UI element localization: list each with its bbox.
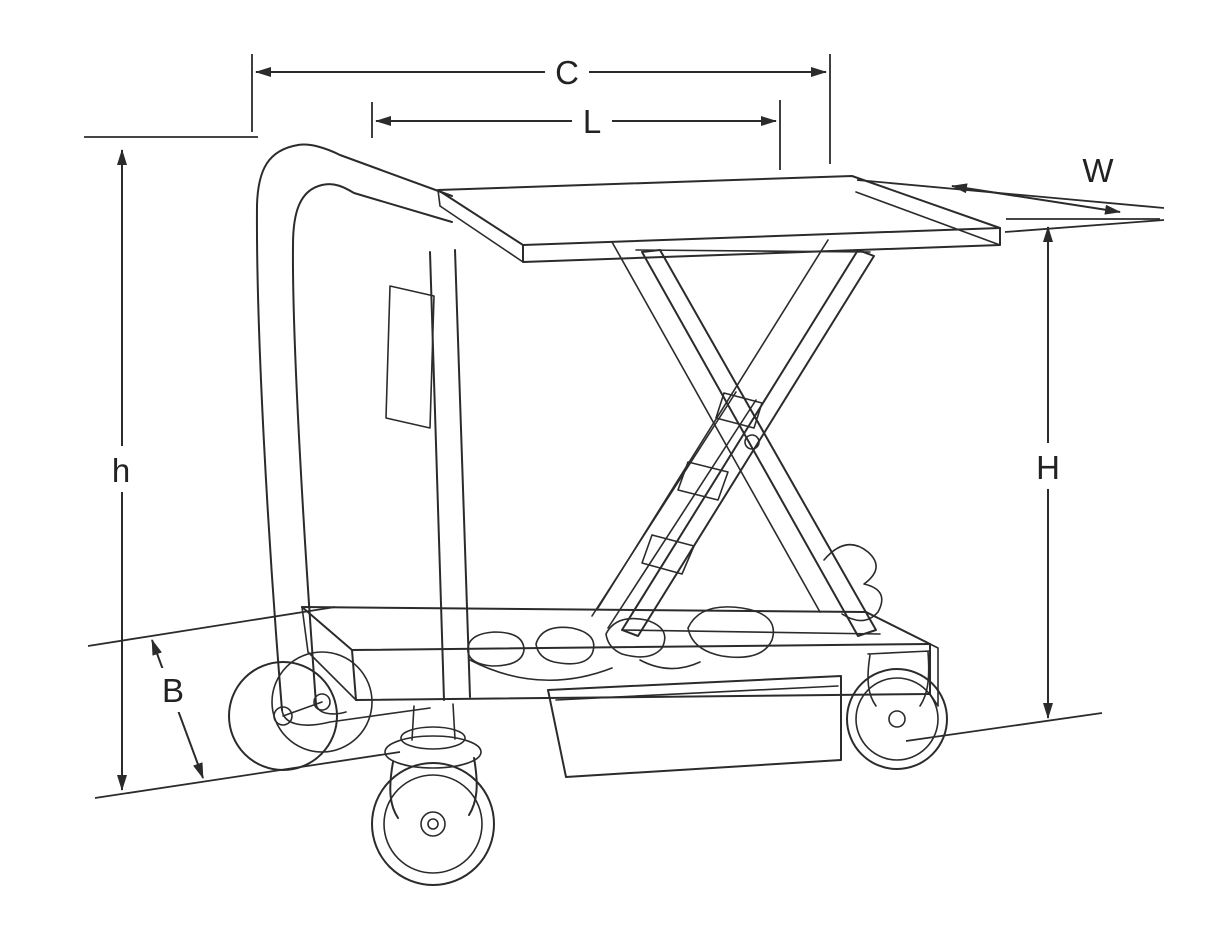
handle-outer-tube bbox=[255, 143, 453, 711]
dim-w-arrow bbox=[951, 183, 1121, 215]
caster-tire bbox=[371, 762, 495, 886]
rear-wheel-hub bbox=[273, 706, 293, 726]
scissor-mechanism bbox=[597, 239, 881, 637]
dim-b-label-bg bbox=[154, 668, 192, 712]
caster-hub-center bbox=[427, 818, 439, 830]
dim-w-ext-lower bbox=[1004, 219, 1165, 233]
dim-l-label-bg bbox=[572, 99, 612, 143]
scissor-arm-front-b bbox=[621, 249, 875, 637]
dim-c: C bbox=[251, 50, 831, 164]
tabletop bbox=[437, 175, 1001, 263]
scissor-arm-rear-a bbox=[611, 241, 821, 613]
caster-mount-plate bbox=[400, 726, 466, 750]
cylinder-rail-a bbox=[607, 399, 757, 629]
caster-fork-left bbox=[389, 761, 399, 819]
dim-h-label-bg bbox=[102, 446, 142, 492]
label-l: L bbox=[583, 103, 601, 140]
handle-front-leg-outer bbox=[429, 251, 445, 701]
caster-swivel-plate bbox=[384, 735, 482, 769]
dim-c-label-bg bbox=[545, 50, 589, 94]
handle-front-leg-inner bbox=[454, 249, 471, 698]
ground-reference-lines bbox=[87, 606, 1103, 799]
pedal-box-top-face bbox=[555, 685, 839, 701]
label-h-small: h bbox=[112, 452, 130, 489]
base-right-end bbox=[865, 611, 931, 645]
label-c: C bbox=[555, 54, 579, 91]
caster-hub bbox=[420, 811, 446, 837]
right-wheel bbox=[846, 650, 948, 770]
scissor-top-rail bbox=[635, 249, 871, 253]
right-wheel-hub bbox=[888, 710, 906, 728]
tabletop-right-edge bbox=[855, 191, 1001, 246]
pump-blob-1 bbox=[467, 631, 525, 667]
dim-H-label-bg bbox=[1028, 443, 1068, 489]
label-w: W bbox=[1082, 152, 1114, 189]
pump-blob-4 bbox=[687, 606, 775, 659]
caster-stem bbox=[411, 703, 456, 741]
base-front-face bbox=[351, 643, 931, 701]
handle-bottom-bend-inner bbox=[315, 703, 347, 715]
handle-plate bbox=[385, 285, 435, 429]
cylinder-step-2 bbox=[677, 461, 729, 501]
base-left-face bbox=[301, 606, 357, 701]
scissor-bottom-rail bbox=[621, 629, 881, 635]
front-caster-wheel bbox=[371, 703, 495, 886]
dim-h-overall: h bbox=[84, 136, 258, 791]
dim-w: W bbox=[856, 152, 1165, 233]
handle-bottom-bend bbox=[281, 707, 431, 726]
release-spring-curl bbox=[823, 543, 883, 622]
pedal-box bbox=[547, 675, 842, 778]
rear-axle bbox=[282, 701, 323, 717]
tabletop-front-edge bbox=[522, 227, 1001, 263]
tabletop-surface bbox=[437, 175, 1001, 246]
cylinder-rail-b bbox=[591, 391, 737, 617]
pump-blob-3 bbox=[605, 617, 666, 658]
rear-left-wheels bbox=[228, 651, 373, 771]
caster-rim bbox=[383, 774, 483, 874]
handle-assembly bbox=[255, 143, 471, 726]
pedal-box-outline bbox=[547, 675, 842, 778]
right-wheel-tire bbox=[846, 668, 948, 770]
label-b: B bbox=[162, 672, 184, 709]
ground-line-left-upper bbox=[87, 606, 336, 647]
scissor-center-pivot bbox=[744, 434, 760, 450]
rear-wheel-back-hub bbox=[313, 693, 331, 711]
pump-arc bbox=[639, 659, 701, 670]
dim-b: B bbox=[151, 639, 204, 779]
label-h-capital: H bbox=[1036, 449, 1060, 486]
dim-h-platform: H bbox=[1006, 218, 1160, 719]
right-wheel-rim bbox=[855, 677, 939, 761]
caster-fork-right bbox=[468, 757, 478, 816]
base-top-back-edge bbox=[301, 606, 867, 613]
ground-line-left-lower bbox=[94, 751, 401, 799]
hydraulic-cylinder bbox=[591, 391, 763, 629]
base-top-front-edge bbox=[351, 643, 931, 651]
ground-line-right bbox=[905, 712, 1103, 742]
pedal-lever-arc bbox=[469, 659, 613, 682]
scissor-arm-front-a bbox=[641, 249, 877, 637]
base-frame bbox=[301, 606, 939, 707]
dim-l: L bbox=[371, 99, 781, 170]
cart-drawing bbox=[87, 143, 1103, 886]
base-left-end bbox=[301, 606, 353, 651]
pump-cluster bbox=[467, 543, 883, 682]
tabletop-left-edge bbox=[437, 189, 524, 263]
cylinder-step-1 bbox=[715, 392, 763, 429]
cylinder-step-3 bbox=[641, 534, 695, 575]
right-wheel-fork bbox=[867, 650, 931, 707]
handle-inner-tube bbox=[291, 183, 453, 705]
pump-blob-2 bbox=[535, 626, 595, 665]
